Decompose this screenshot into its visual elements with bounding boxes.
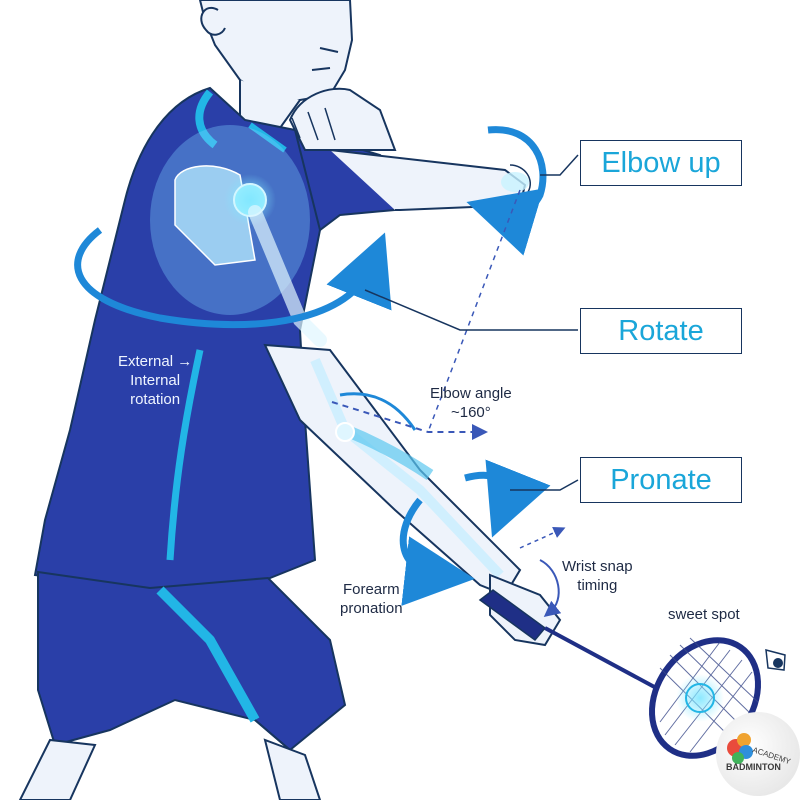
shorts — [18, 570, 347, 800]
hitting-arm — [263, 343, 562, 647]
logo-icon: ACADEMY BADMINTON — [726, 733, 792, 772]
callout-elbow-up: Elbow up — [580, 140, 742, 186]
logo-text-bottom: BADMINTON — [726, 762, 781, 772]
note-elbow-angle: Elbow angle ~160° — [430, 385, 512, 421]
academy-logo: ACADEMY BADMINTON — [716, 712, 800, 796]
callout-pronate: Pronate — [580, 457, 742, 503]
note-wrist-snap: Wrist snap timing — [562, 558, 633, 594]
callout-rotate: Rotate — [580, 308, 742, 354]
head — [198, 0, 354, 130]
rotation-arrows — [74, 126, 562, 618]
shuttlecock — [765, 648, 786, 671]
note-external-rotation: External → Internal rotation — [118, 353, 193, 408]
note-sweet-spot: sweet spot — [668, 606, 740, 623]
shoulder-anatomy — [150, 125, 327, 347]
note-forearm-pronation: Forearm pronation — [340, 581, 403, 617]
guide-lines — [331, 154, 579, 549]
